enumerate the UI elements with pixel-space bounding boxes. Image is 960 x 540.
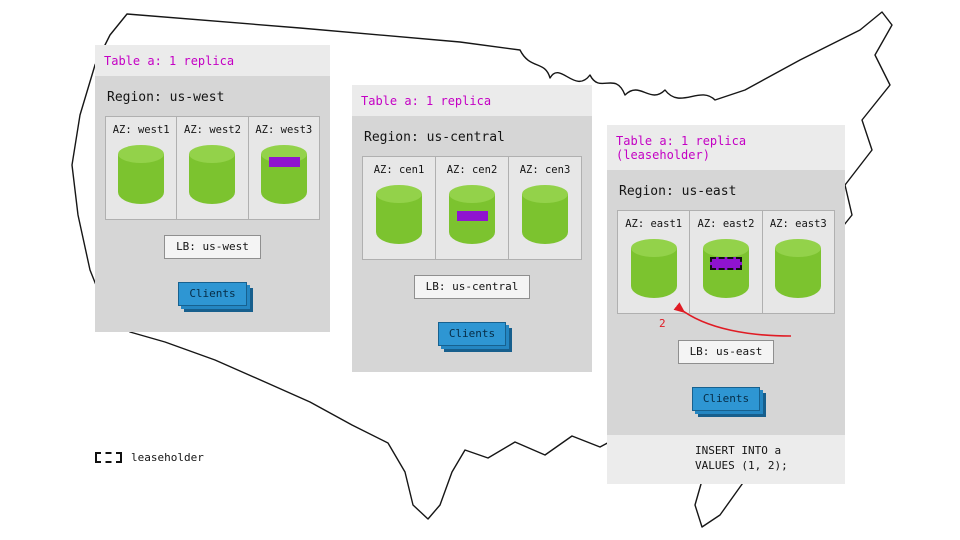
clients-button: Clients [691,387,761,411]
clients-button: Clients [437,322,507,346]
database-cylinder-icon [775,239,822,298]
red-write-arrow-icon [673,302,792,337]
us-central-az-box: AZ: cen1 AZ: cen2 AZ: cen3 [362,156,582,260]
az-column-west1: AZ: west1 [106,117,178,219]
database-cylinder-icon [376,185,422,244]
database-cylinder-icon [522,185,568,244]
az-column-cen2: AZ: cen2 [436,157,509,259]
az-label: AZ: west1 [112,124,170,136]
az-label: AZ: cen1 [373,164,425,176]
az-column-east2: AZ: east2 [690,211,763,313]
az-column-cen1: AZ: cen1 [363,157,436,259]
az-column-west2: AZ: west2 [177,117,249,219]
legend: leaseholder [95,451,204,464]
clients-button: Clients [178,282,247,306]
write-arrow-row: 2 [617,302,835,338]
us-east-table-header: Table a: 1 replica (leaseholder) [607,125,845,170]
us-west-region-title: Region: us-west [107,90,225,105]
az-label: AZ: cen3 [519,164,571,176]
us-east-panel: Table a: 1 replica (leaseholder) Region:… [607,125,845,484]
database-cylinder-icon [630,239,677,298]
load-balancer-box: LB: us-east [677,340,775,364]
database-cylinder-icon [260,145,307,204]
legend-label: leaseholder [131,451,204,464]
us-east-region-panel: Region: us-east AZ: east1 AZ: east2 AZ: … [607,170,845,435]
az-label: AZ: cen2 [446,164,498,176]
us-west-panel: Table a: 1 replica Region: us-west AZ: w… [95,45,330,332]
az-label: AZ: east3 [769,218,827,230]
database-cylinder-icon [702,239,749,298]
sql-statement-note: INSERT INTO a VALUES (1, 2); [607,435,845,484]
us-west-table-header: Table a: 1 replica [95,45,330,76]
us-east-region-title: Region: us-east [619,184,737,199]
leaseholder-marker [709,257,742,270]
us-east-az-box: AZ: east1 AZ: east2 AZ: east3 [617,210,835,314]
load-balancer-box: LB: us-central [413,275,531,299]
replica-marker [268,157,300,167]
sql-line-2: VALUES (1, 2); [695,459,788,473]
us-central-region-title: Region: us-central [364,130,505,145]
az-column-cen3: AZ: cen3 [509,157,581,259]
az-label: AZ: east1 [625,218,683,230]
us-west-az-box: AZ: west1 AZ: west2 AZ: west3 [105,116,320,220]
us-central-panel: Table a: 1 replica Region: us-central AZ… [352,85,592,372]
database-cylinder-icon [449,185,495,244]
database-cylinder-icon [189,145,236,204]
us-west-region-panel: Region: us-west AZ: west1 AZ: west2 AZ: … [95,76,330,332]
az-label: AZ: west3 [255,124,313,136]
arrow-step-label: 2 [659,317,666,330]
az-label: AZ: west2 [184,124,241,136]
load-balancer-box: LB: us-west [164,235,261,259]
database-cylinder-icon [118,145,165,204]
az-column-east3: AZ: east3 [763,211,834,313]
us-central-region-panel: Region: us-central AZ: cen1 AZ: cen2 AZ:… [352,116,592,372]
replica-marker [457,211,488,221]
us-central-table-header: Table a: 1 replica [352,85,592,116]
sql-line-1: INSERT INTO a [695,444,782,457]
leaseholder-swatch-icon [95,452,122,463]
az-column-east1: AZ: east1 [618,211,691,313]
az-column-west3: AZ: west3 [249,117,319,219]
az-label: AZ: east2 [697,218,755,230]
